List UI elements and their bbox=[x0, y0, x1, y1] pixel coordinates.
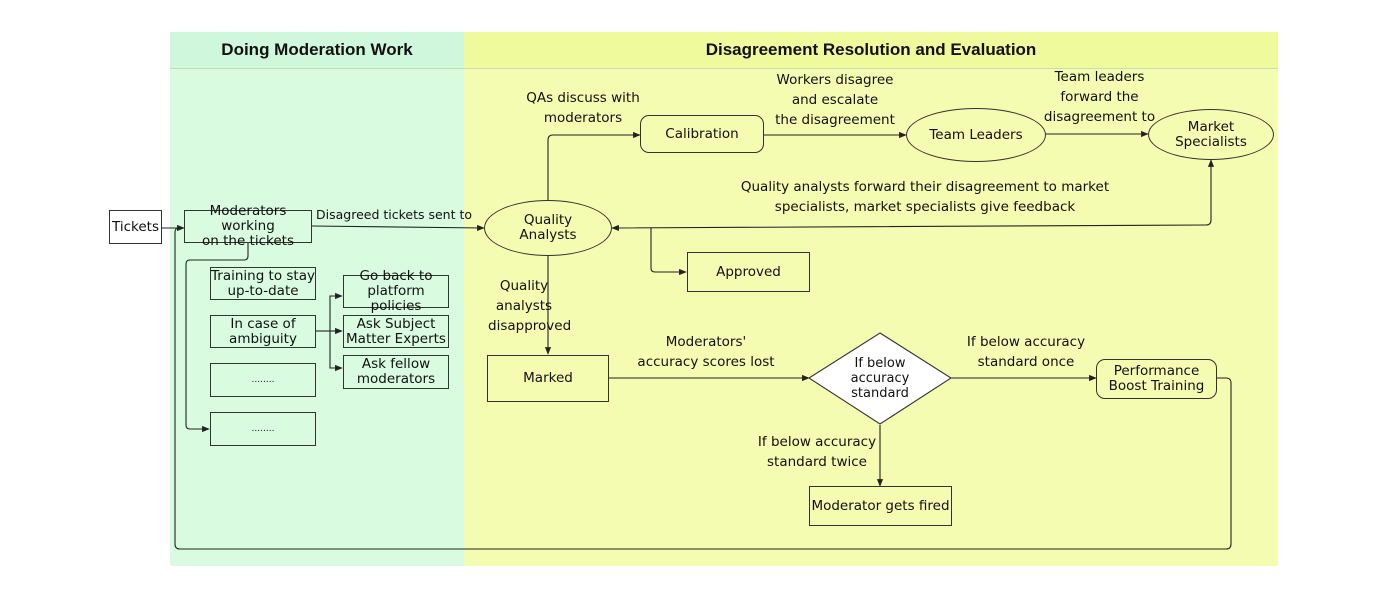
team-leaders-ellipse: Team Leaders bbox=[906, 108, 1046, 162]
training-label-2: up-to-date bbox=[227, 282, 299, 299]
label-disapproved-3: disapproved bbox=[488, 318, 572, 334]
calibration-label: Calibration bbox=[665, 125, 739, 142]
label-qa-forward-2: specialists, market specialists give fee… bbox=[774, 199, 1076, 215]
quality-analysts-ellipse: Quality Analysts bbox=[484, 200, 612, 256]
ambiguity-label-2: ambiguity bbox=[229, 330, 297, 347]
edge-ambiguity-fellow bbox=[329, 331, 343, 372]
moderators-label-2: on the tickets bbox=[202, 233, 294, 249]
moderators-box: Moderators working on the tickets bbox=[184, 204, 312, 249]
qa-label-1: Quality bbox=[523, 212, 573, 228]
label-disapproved-2: analysts bbox=[495, 298, 553, 314]
label-tl-1: Team leaders bbox=[1054, 69, 1145, 85]
decision-label-1: If below bbox=[854, 356, 906, 371]
label-qa-forward-market: Quality analysts forward their disagreem… bbox=[700, 177, 1150, 217]
label-workers-2: and escalate bbox=[791, 92, 879, 108]
market-specialists-ellipse: Market Specialists bbox=[1148, 109, 1274, 160]
pbt-label-2: Boost Training bbox=[1108, 378, 1205, 394]
lane-title-moderation: Doing Moderation Work bbox=[170, 32, 465, 69]
calibration-box: Calibration bbox=[640, 115, 764, 153]
label-twice-1: If below accuracy bbox=[757, 434, 877, 450]
tickets-box: Tickets bbox=[109, 210, 162, 244]
label-scores-lost: Moderators' accuracy scores lost bbox=[630, 332, 782, 372]
label-workers-1: Workers disagree bbox=[776, 72, 894, 88]
label-team-leaders-forward: Team leaders forward the disagreement to bbox=[1042, 67, 1157, 127]
label-qa-discuss: QAs discuss with moderators bbox=[520, 88, 646, 128]
edge-moderators-training bbox=[185, 243, 249, 433]
decision-label: If below accuracy standard bbox=[840, 356, 920, 401]
edge-qa-market bbox=[611, 159, 1215, 232]
sme-label-1: Ask Subject bbox=[356, 315, 436, 332]
label-qa-forward-1: Quality analysts forward their disagreem… bbox=[740, 179, 1110, 195]
market-label-2: Specialists bbox=[1175, 133, 1247, 150]
label-qa-discuss-1: QAs discuss with bbox=[526, 90, 640, 106]
approved-label: Approved bbox=[716, 263, 781, 280]
label-qa-discuss-2: moderators bbox=[543, 110, 623, 126]
label-below-once: If below accuracy standard once bbox=[962, 332, 1090, 372]
label-once-2: standard once bbox=[977, 354, 1075, 370]
label-tl-2: forward the bbox=[1060, 89, 1139, 105]
training-box: Training to stay up-to-date bbox=[210, 267, 316, 300]
sme-label-2: Matter Experts bbox=[346, 330, 446, 347]
performance-boost-box: Performance Boost Training bbox=[1096, 359, 1217, 399]
ellipsis-box-2: ........ bbox=[210, 412, 316, 446]
market-label-1: Market bbox=[1187, 118, 1235, 135]
ellipsis-box-1: ........ bbox=[210, 363, 316, 397]
tickets-label: Tickets bbox=[112, 218, 159, 235]
edge-moderators-qa bbox=[311, 224, 485, 231]
policies-label-2: platform policies bbox=[367, 283, 425, 314]
fellow-label-2: moderators bbox=[356, 371, 436, 387]
qa-label-2: Analysts bbox=[519, 227, 577, 243]
marked-label: Marked bbox=[523, 370, 573, 386]
label-twice-2: standard twice bbox=[767, 454, 867, 470]
label-disagreed-sent: Disagreed tickets sent to bbox=[316, 207, 473, 222]
label-qa-disapproved: Quality analysts disapproved bbox=[488, 276, 572, 336]
fired-box: Moderator gets fired bbox=[809, 486, 952, 526]
team-leaders-label: Team Leaders bbox=[929, 126, 1023, 143]
edge-qa-approved bbox=[650, 228, 687, 276]
pbt-label-1: Performance bbox=[1113, 363, 1200, 379]
decision-diamond bbox=[807, 332, 953, 425]
policies-label-1: Go back to bbox=[359, 268, 433, 284]
edge-qa-calibration bbox=[547, 131, 641, 200]
decision-label-3: standard bbox=[851, 386, 909, 401]
sme-box: Ask Subject Matter Experts bbox=[343, 315, 449, 348]
fellow-label-1: Ask fellow bbox=[361, 356, 431, 372]
edge-ambiguity-policies bbox=[329, 292, 343, 331]
label-scores-1: Moderators' bbox=[665, 334, 747, 350]
ambiguity-label-1: In case of bbox=[230, 315, 296, 332]
swimlane-resolution bbox=[464, 32, 1278, 566]
fellow-box: Ask fellow moderators bbox=[343, 355, 449, 389]
approved-box: Approved bbox=[687, 252, 810, 292]
label-once-1: If below accuracy bbox=[966, 334, 1086, 350]
label-disapproved-1: Quality bbox=[499, 278, 549, 294]
label-workers-3: the disagreement bbox=[775, 112, 895, 128]
label-tl-3: disagreement to bbox=[1043, 109, 1156, 125]
edge-pbt-loop-moderators bbox=[174, 227, 1232, 550]
policies-box: Go back to platform policies bbox=[343, 269, 449, 314]
marked-box: Marked bbox=[487, 355, 609, 402]
label-below-twice: If below accuracy standard twice bbox=[754, 432, 880, 472]
lane-title-resolution: Disagreement Resolution and Evaluation bbox=[464, 32, 1278, 69]
moderators-label-1: Moderators working bbox=[209, 203, 287, 234]
fired-label: Moderator gets fired bbox=[811, 497, 950, 514]
decision-label-2: accuracy bbox=[850, 371, 910, 386]
label-scores-2: accuracy scores lost bbox=[637, 354, 775, 370]
ellipsis-label-2: ........ bbox=[251, 423, 275, 434]
training-label-1: Training to stay bbox=[211, 267, 315, 284]
ambiguity-box: In case of ambiguity bbox=[210, 315, 316, 348]
ellipsis-label-1: ........ bbox=[251, 374, 275, 385]
label-workers-disagree: Workers disagree and escalate the disagr… bbox=[770, 70, 900, 130]
